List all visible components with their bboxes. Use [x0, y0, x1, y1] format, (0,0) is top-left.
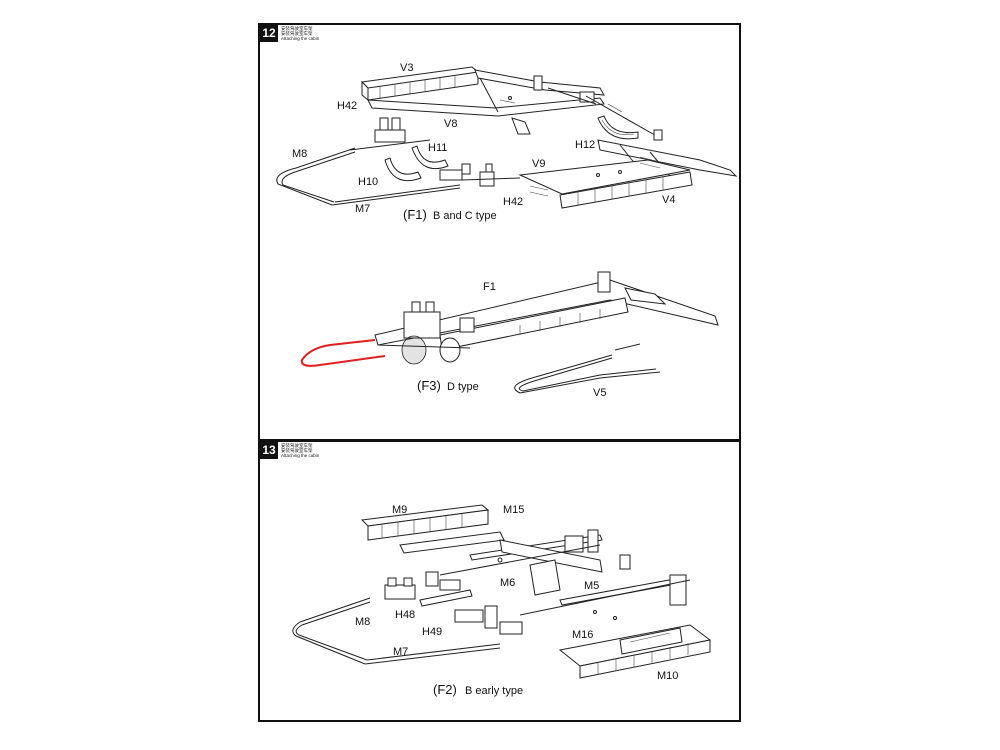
- part-h48-h49-mounts: [384, 571, 523, 635]
- label-v5: V5: [593, 387, 606, 399]
- label-v8: V8: [444, 118, 457, 130]
- part-v3-rack: [360, 66, 480, 102]
- label-v9: V9: [532, 158, 545, 170]
- f1-exploded-view: [276, 66, 738, 209]
- label-m15: M15: [503, 504, 524, 516]
- title-f2-code: (F2): [433, 682, 457, 697]
- part-m8-m7-bumper: [276, 147, 461, 206]
- label-h12: H12: [575, 139, 595, 151]
- label-h48: H48: [395, 609, 415, 621]
- label-v3: V3: [400, 62, 413, 74]
- label-v4: V4: [662, 194, 675, 206]
- caption-cn-line2: 安装驾驶室车架: [281, 448, 313, 454]
- f1-part-labels: V3 H42 V8 M8 H11 H12 V9 H10 H42 V4 M7: [292, 62, 675, 215]
- caption-en: Attaching the cabin: [281, 36, 320, 42]
- label-m9: M9: [392, 504, 407, 516]
- part-m9-rack: [360, 504, 505, 554]
- part-v5-loop: [514, 354, 661, 394]
- step-caption: 安装驾驶室车架 安装驾驶室车架 Attaching the cabin: [281, 26, 319, 42]
- caption-cn-line2: 安装驾驶室车架: [281, 31, 313, 37]
- title-f3-code: (F3): [417, 378, 441, 393]
- label-m8: M8: [292, 148, 307, 160]
- f1-title: (F1) B and C type: [403, 207, 497, 222]
- f2-part-labels: M9 M15 M6 M5 H48 M8 H49 M16 M7 M10: [355, 504, 678, 682]
- label-m7: M7: [355, 203, 370, 215]
- caption-en: Attaching the cabin: [281, 453, 320, 459]
- step-number: 13: [260, 442, 278, 459]
- f2-title: (F2) B early type: [433, 682, 523, 697]
- label-m7: M7: [393, 646, 408, 658]
- label-m8: M8: [355, 616, 370, 628]
- part-m16-m10-rack: [558, 624, 712, 679]
- step-13-panel: 13 安装驾驶室车架 安装驾驶室车架 Attaching the cabin: [258, 440, 741, 722]
- step-12-panel: 12 安装驾驶室车架 安装驾驶室车架 Attaching the cabin: [258, 23, 741, 441]
- label-m10: M10: [657, 670, 678, 682]
- label-h10: H10: [358, 176, 378, 188]
- title-f1-code: (F1): [403, 207, 427, 222]
- f2-exploded-view: [292, 504, 712, 679]
- part-h12-bracket: [533, 75, 663, 141]
- label-h42-bottom: H42: [503, 196, 523, 208]
- part-v9-v4-rack: [518, 159, 693, 209]
- part-m6-frame: [439, 539, 691, 620]
- label-h42-top: H42: [337, 100, 357, 112]
- label-h49: H49: [422, 626, 442, 638]
- part-h10-h11-mounts: [349, 117, 521, 187]
- title-f1-text: B and C type: [433, 210, 497, 222]
- caption-cn-line1: 安装驾驶室车架: [281, 26, 313, 31]
- label-m6: M6: [500, 577, 515, 589]
- label-h11: H11: [428, 142, 447, 154]
- highlight-bumper-red: [300, 339, 386, 367]
- label-m5: M5: [584, 580, 599, 592]
- label-f1: F1: [483, 281, 496, 293]
- f3-labels: F1 V5 (F3) D type: [417, 281, 606, 399]
- f3-assembled-view: [300, 271, 719, 394]
- title-f3-text: D type: [447, 381, 479, 393]
- title-f2-text: B early type: [465, 685, 523, 697]
- label-m16: M16: [572, 629, 593, 641]
- step-number: 12: [260, 25, 278, 42]
- install-arrows: [529, 103, 661, 197]
- part-m8-m7-bumper: [292, 597, 501, 665]
- step-caption: 安装驾驶室车架 安装驾驶室车架 Attaching the cabin: [281, 443, 319, 459]
- caption-cn-line1: 安装驾驶室车架: [281, 443, 313, 448]
